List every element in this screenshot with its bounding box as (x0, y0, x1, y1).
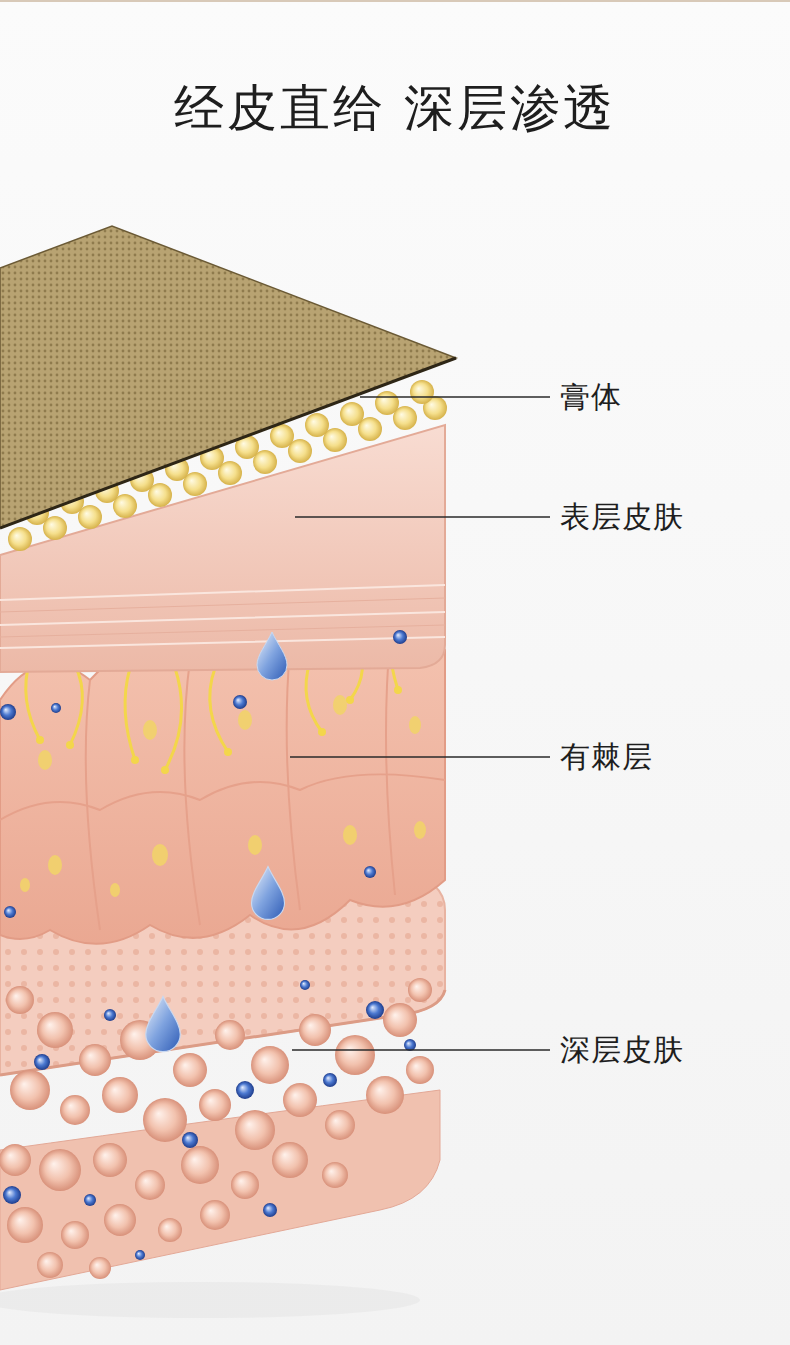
page-title: 经皮直给 深层渗透 (174, 78, 617, 138)
plaster-patch (0, 226, 456, 528)
deep-skin-label: 深层皮肤 (558, 1032, 686, 1068)
epidermis-label: 表层皮肤 (558, 499, 686, 535)
paste-label: 膏体 (558, 379, 624, 415)
leader-lines (290, 397, 550, 1050)
active-droplets (0, 630, 407, 1052)
spinous-layer-label: 有棘层 (558, 739, 655, 775)
